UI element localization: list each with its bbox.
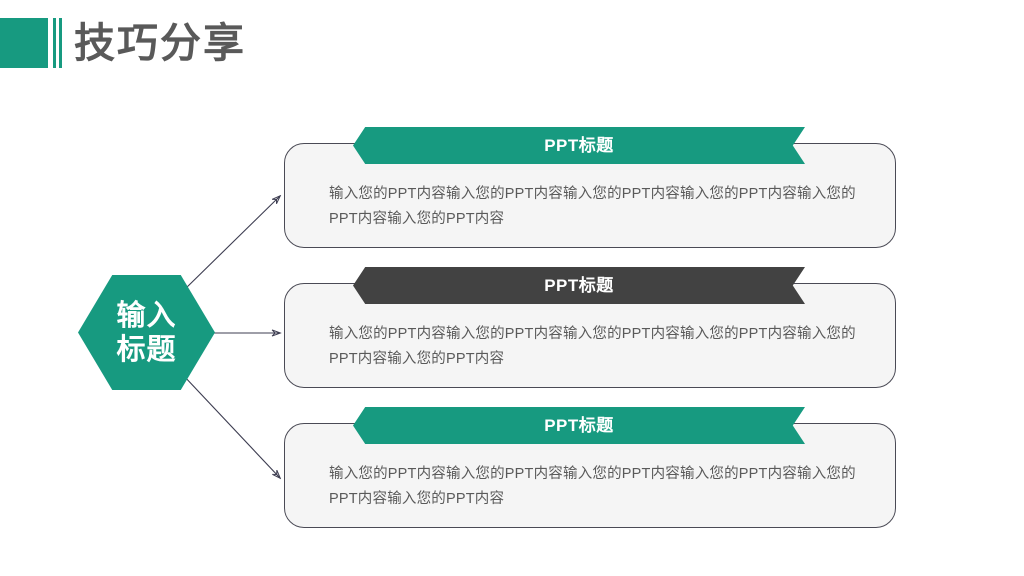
- page-title: 技巧分享: [74, 20, 246, 66]
- card-body-text-3: 输入您的PPT内容输入您的PPT内容输入您的PPT内容输入您的PPT内容输入您的…: [329, 466, 856, 507]
- card-header-label-2: PPT标题: [544, 276, 614, 295]
- card-header-banner-3[interactable]: PPT标题: [353, 407, 805, 444]
- connector-arrow-1: [182, 196, 280, 292]
- hexagon-main-label[interactable]: 输入 标题: [78, 275, 215, 390]
- card-header-banner-1[interactable]: PPT标题: [353, 127, 805, 164]
- hexagon-label-line-1: 输入: [116, 299, 177, 332]
- title-accent-block: [0, 18, 48, 68]
- card-header-label-3: PPT标题: [544, 416, 614, 435]
- connector-arrow-3: [182, 374, 280, 478]
- card-body-text-2: 输入您的PPT内容输入您的PPT内容输入您的PPT内容输入您的PPT内容输入您的…: [329, 326, 856, 367]
- card-header-banner-2[interactable]: PPT标题: [353, 267, 805, 304]
- hexagon-label-line-2: 标题: [116, 333, 177, 366]
- card-body-text-1: 输入您的PPT内容输入您的PPT内容输入您的PPT内容输入您的PPT内容输入您的…: [329, 186, 856, 227]
- title-accent-stripe-1: [53, 18, 56, 68]
- card-header-label-1: PPT标题: [544, 136, 614, 155]
- slide-title-group: 技巧分享: [0, 18, 400, 68]
- title-accent-stripe-2: [59, 18, 62, 68]
